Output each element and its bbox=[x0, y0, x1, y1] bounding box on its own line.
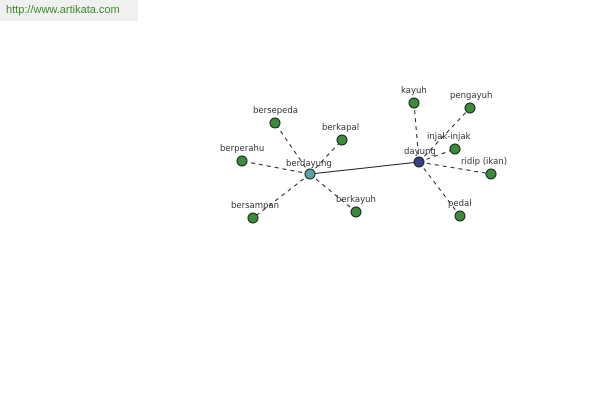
node-dayung[interactable] bbox=[413, 156, 425, 168]
node-berperahu[interactable] bbox=[236, 155, 248, 167]
graph-edges bbox=[241, 102, 492, 219]
edge-dayung-injak-injak bbox=[418, 148, 456, 163]
node-label-dayung[interactable]: dayung bbox=[404, 147, 436, 157]
node-label-berkapal[interactable]: berkapal bbox=[322, 123, 359, 133]
edge-berdayung-bersepeda bbox=[274, 122, 311, 175]
node-label-pedal[interactable]: pedal bbox=[448, 199, 472, 209]
node-bersampan[interactable] bbox=[247, 212, 259, 224]
node-injak-injak[interactable] bbox=[449, 143, 461, 155]
node-label-berperahu[interactable]: berperahu bbox=[220, 144, 264, 154]
node-bersepeda[interactable] bbox=[269, 117, 281, 129]
node-label-berdayung[interactable]: berdayung bbox=[286, 159, 332, 169]
node-label-ridip[interactable]: ridip (ikan) bbox=[461, 157, 507, 167]
node-berkayuh[interactable] bbox=[350, 206, 362, 218]
edge-dayung-kayuh bbox=[413, 102, 420, 163]
node-kayuh[interactable] bbox=[408, 97, 420, 109]
node-label-bersampan[interactable]: bersampan bbox=[231, 201, 279, 211]
node-label-pengayuh[interactable]: pengayuh bbox=[450, 91, 492, 101]
node-pengayuh[interactable] bbox=[464, 102, 476, 114]
node-label-kayuh[interactable]: kayuh bbox=[401, 86, 427, 96]
node-label-bersepeda[interactable]: bersepeda bbox=[253, 106, 298, 116]
node-label-berkayuh[interactable]: berkayuh bbox=[336, 195, 376, 205]
edge-berdayung-dayung bbox=[309, 161, 420, 175]
edge-berdayung-berkayuh bbox=[309, 173, 357, 213]
edge-berdayung-berperahu bbox=[241, 160, 311, 175]
node-label-injak-injak[interactable]: injak-injak bbox=[427, 132, 471, 142]
node-berkapal[interactable] bbox=[336, 134, 348, 146]
node-berdayung[interactable] bbox=[304, 168, 316, 180]
source-url-link[interactable]: http://www.artikata.com bbox=[0, 0, 138, 21]
graph-nodes bbox=[236, 97, 497, 224]
edge-berdayung-bersampan bbox=[252, 173, 311, 219]
edge-dayung-pedal bbox=[418, 161, 461, 217]
graph-labels: bersepeda berkapal berperahu bersampan berka… bbox=[220, 86, 507, 211]
node-ridip[interactable] bbox=[485, 168, 497, 180]
node-pedal[interactable] bbox=[454, 210, 466, 222]
